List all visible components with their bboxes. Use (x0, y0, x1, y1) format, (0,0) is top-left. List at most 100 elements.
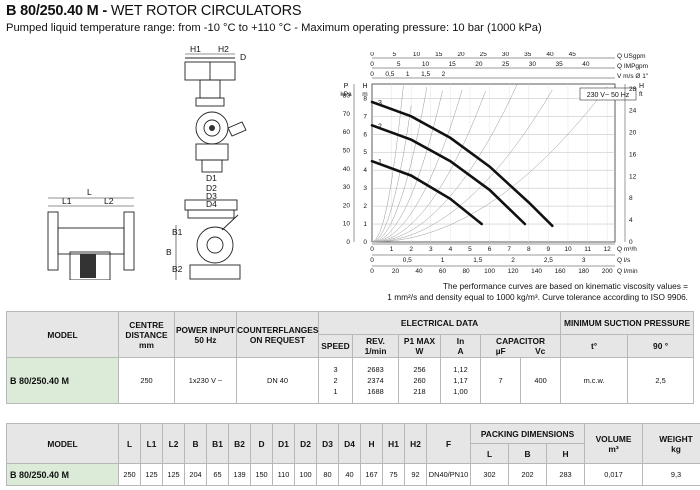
th-uf: µF (495, 346, 506, 356)
tick-qls: 2,5 (544, 257, 553, 264)
th-vc: Vc (535, 346, 546, 356)
electrical-data-table: MODEL CENTRE DISTANCE mm POWER INPUT 50 … (6, 311, 695, 404)
th2-col: B (184, 423, 207, 464)
axis-unit-h: H (362, 83, 367, 90)
tick-velocity: 0 (370, 71, 374, 78)
curve-note: The performance curves are based on kine… (268, 281, 688, 303)
cell2-model: B 80/250.40 M (6, 463, 119, 486)
tick-qlmin: 60 (439, 268, 447, 275)
th2-col: B1 (206, 423, 229, 464)
product-type: WET ROTOR CIRCULATORS (106, 3, 302, 19)
cell-flange: DN 40 (236, 357, 319, 404)
tick-kpa: 10 (343, 221, 351, 228)
cell2-value: 75 (382, 463, 405, 486)
th2-col: D3 (316, 423, 339, 464)
cell2-value: 139 (228, 463, 251, 486)
cell2-value: 80 (316, 463, 339, 486)
cell2-value: DN40/PN10 (426, 463, 471, 486)
tick-qm3h: 0 (370, 246, 374, 253)
product-model: B 80/250.40 M - (6, 3, 107, 19)
tick-qm3h: 10 (564, 246, 572, 253)
tick-usgpm: 40 (546, 52, 554, 58)
system-curve (371, 90, 486, 243)
tick-kpa: 0 (346, 239, 350, 246)
cell-t: m.c.w. (560, 357, 629, 404)
th-centre-distance: CENTRE DISTANCE mm (118, 311, 175, 358)
tick-qm3h: 4 (449, 246, 453, 253)
th-t: t° (560, 334, 629, 358)
tick-impgpm: 40 (582, 61, 590, 68)
cell2-pack-l: 302 (470, 463, 509, 486)
tick-qm3h: 7 (507, 246, 511, 253)
axis-unit-kpa: kPa (340, 91, 352, 98)
tick-hm: 1 (363, 221, 367, 228)
th-counterflanges: COUNTERFLANGES ON REQUEST (236, 311, 319, 358)
dimensions-table: MODEL L L1 L2 B B1 B2 D D1 D2 D3 D4 H H1… (6, 423, 700, 486)
tick-velocity: 0,5 (385, 71, 394, 78)
tick-qm3h: 9 (547, 246, 551, 253)
cell-t90: 2,5 (627, 357, 695, 404)
tick-hm: 5 (363, 149, 367, 156)
cell2-value: 65 (206, 463, 229, 486)
axis-unit-qlmin: Q l/min (617, 268, 638, 275)
tick-qlmin: 100 (484, 268, 495, 275)
cell-uf: 7 (480, 357, 521, 404)
th-min-suction-pressure: MINIMUM SUCTION PRESSURE (560, 311, 695, 335)
tick-hm: 2 (363, 203, 367, 210)
tick-hm: 3 (363, 185, 367, 192)
cell2-volume: 0,017 (584, 463, 644, 486)
dim-label-d3: D3 (206, 191, 217, 201)
tick-hm: 8 (363, 95, 367, 102)
pump-curve-speed-2 (370, 124, 527, 226)
dim-label-d: D (240, 52, 246, 62)
tick-hft: 20 (629, 130, 637, 137)
tick-qm3h: 11 (584, 246, 591, 253)
axis-unit-m: m (362, 91, 367, 98)
cell2-value: 92 (404, 463, 427, 486)
tick-kpa: 20 (343, 202, 351, 209)
cell2-value: 100 (294, 463, 317, 486)
tick-qls: 1,5 (473, 257, 482, 264)
th2-col: D4 (338, 423, 361, 464)
cell2-value: 167 (360, 463, 383, 486)
page-subtitle: Pumped liquid temperature range: from -1… (6, 22, 542, 34)
tick-qlmin: 200 (602, 268, 613, 275)
tick-kpa: 60 (343, 129, 351, 136)
axis-unit-impgpm: Q IMPgpm (617, 63, 648, 70)
dim-label-b: B (166, 247, 172, 257)
cell-vc: 400 (519, 357, 562, 404)
tick-qlmin: 20 (392, 268, 400, 275)
tick-impgpm: 35 (555, 61, 563, 68)
th2-pack-l: L (470, 443, 509, 464)
tick-qm3h: 12 (604, 246, 612, 253)
tick-qls: 1 (441, 257, 445, 264)
th2-pack-b: B (508, 443, 547, 464)
tick-qlmin: 120 (508, 268, 519, 275)
tick-velocity: 1 (406, 71, 410, 78)
th2-col: D2 (294, 423, 317, 464)
tick-usgpm: 15 (435, 52, 443, 58)
th2-col: H1 (382, 423, 405, 464)
th-rev: REV.1/min (352, 334, 399, 358)
tick-qls: 3 (582, 257, 586, 264)
tick-kpa: 40 (343, 166, 351, 173)
tick-qls: 0,5 (403, 257, 412, 264)
dim-label-b2: B2 (172, 264, 183, 274)
th2-col: H (360, 423, 383, 464)
system-curve (371, 90, 443, 243)
tick-usgpm: 10 (413, 52, 421, 58)
curve-note-line2: 1 mm²/s and density equal to 1000 kg/m³.… (387, 292, 688, 302)
th-speed: SPEED (318, 334, 353, 358)
th2-packing-dimensions: PACKING DIMENSIONS (469, 423, 586, 444)
th2-col: D1 (272, 423, 295, 464)
tick-kpa: 30 (343, 184, 351, 191)
tick-hft: 8 (629, 195, 633, 202)
dim-label-d4: D4 (206, 199, 217, 209)
